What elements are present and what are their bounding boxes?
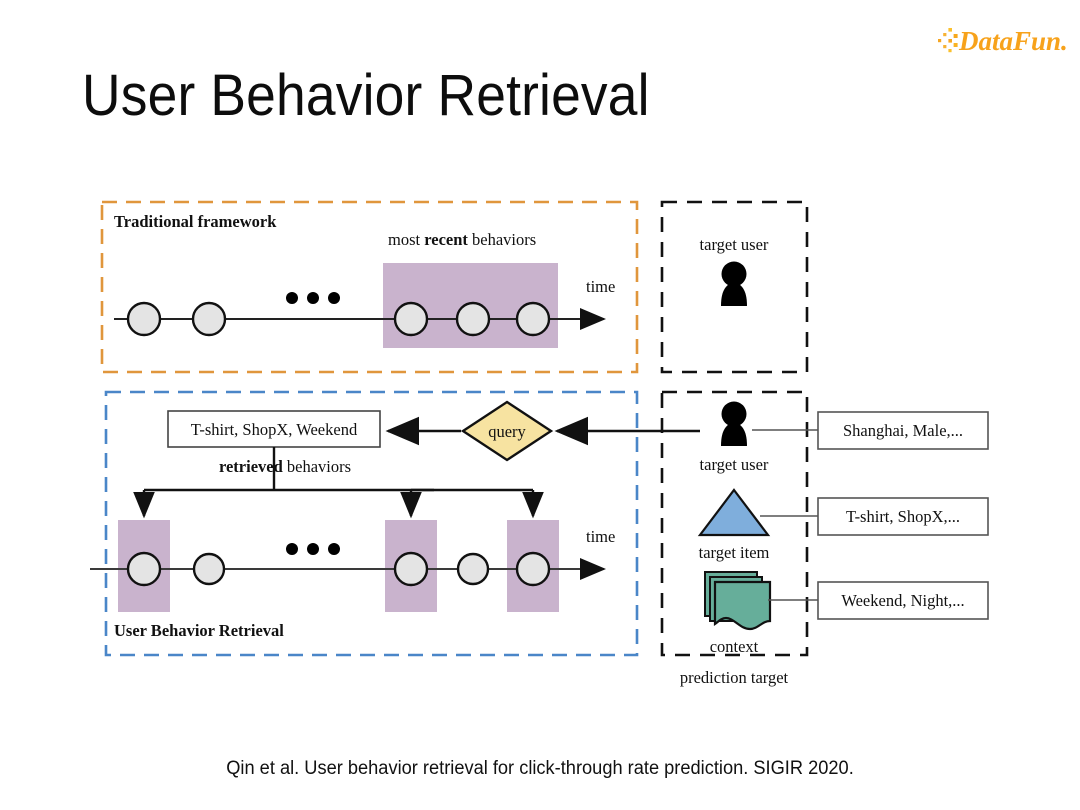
user-silhouette-icon xyxy=(721,401,747,427)
retrieved-attributes-box[interactable] xyxy=(167,410,381,448)
stacked-cards-icon xyxy=(704,571,772,631)
prediction-entity-label: target user xyxy=(700,455,769,474)
retrieval-panel-border xyxy=(104,390,639,657)
triangle-item-icon xyxy=(697,488,771,537)
attribute-box-user-text: Shanghai, Male,... xyxy=(843,421,963,440)
architecture-figure: Traditional framework most recent behavi… xyxy=(0,180,1080,700)
retrieved-behavior-highlights xyxy=(118,520,559,612)
retrieval-ellipsis xyxy=(286,543,340,555)
prediction-entity-label: context xyxy=(710,637,759,656)
traditional-behavior-nodes xyxy=(126,301,551,337)
attribute-box-context[interactable]: Weekend, Night,... xyxy=(817,581,989,620)
retrieved-label-suffix: behaviors xyxy=(283,457,351,476)
behavior-node xyxy=(455,301,491,337)
behavior-node xyxy=(515,301,551,337)
datafun-logo: DataFun. xyxy=(938,25,1070,55)
retrieved-behaviors-label: retrieved behaviors xyxy=(219,457,351,476)
logo-wordmark: DataFun. xyxy=(958,26,1068,55)
traditional-framework-panel: Traditional framework most recent behavi… xyxy=(100,200,639,374)
retrieved-label-bold: retrieved xyxy=(219,457,283,476)
attribute-box-context-text: Weekend, Night,... xyxy=(841,591,964,610)
query-label: query xyxy=(488,422,526,441)
page-title: User Behavior Retrieval xyxy=(82,63,650,128)
behavior-node xyxy=(126,301,162,337)
behavior-node xyxy=(515,551,551,587)
retrieved-attributes-text: T-shirt, ShopX, Weekend xyxy=(191,420,358,439)
prediction-target-panel: target user target item context predict xyxy=(660,390,820,687)
attribute-boxes: Shanghai, Male,... T-shirt, ShopX,... We… xyxy=(817,411,989,620)
target-user-label-top: target user xyxy=(700,235,769,254)
prediction-entity-target-user: target user xyxy=(700,401,820,474)
svg-text:most recent behaviors: most recent behaviors xyxy=(388,230,536,249)
target-user-panel-top: target user xyxy=(660,200,809,374)
recent-behaviors-label: most recent behaviors xyxy=(388,230,536,249)
prediction-entity-label: target item xyxy=(699,543,770,562)
prediction-target-label: prediction target xyxy=(680,668,789,687)
behavior-node xyxy=(393,551,429,587)
attribute-box-item[interactable]: T-shirt, ShopX,... xyxy=(817,497,989,536)
recent-label-bold: recent xyxy=(424,230,468,249)
figure-caption: Qin et al. User behavior retrieval for c… xyxy=(226,758,854,779)
recent-label-prefix: most xyxy=(388,230,424,249)
behavior-node xyxy=(126,551,162,587)
user-behavior-retrieval-panel: T-shirt, ShopX, Weekend query retrieved … xyxy=(90,390,700,657)
recent-label-suffix: behaviors xyxy=(468,230,536,249)
retrieval-behavior-nodes xyxy=(126,551,551,587)
traditional-panel-border xyxy=(100,200,639,374)
behavior-node xyxy=(192,552,226,586)
prediction-entity-target-item: target item xyxy=(697,488,820,562)
retrieval-panel-label: User Behavior Retrieval xyxy=(114,621,284,640)
retrieval-distribution-connectors xyxy=(133,447,544,519)
attribute-box-item-text: T-shirt, ShopX,... xyxy=(846,507,960,526)
behavior-node xyxy=(191,301,227,337)
user-silhouette-icon xyxy=(721,261,747,306)
prediction-entity-context: context xyxy=(704,571,820,656)
traditional-ellipsis xyxy=(286,292,340,304)
target-user-panel-border xyxy=(660,200,809,374)
behavior-node xyxy=(456,552,490,586)
traditional-panel-label: Traditional framework xyxy=(114,212,277,231)
behavior-node xyxy=(393,301,429,337)
logo-dot-pattern xyxy=(938,28,958,53)
traditional-time-label: time xyxy=(586,277,615,296)
attribute-box-user[interactable]: Shanghai, Male,... xyxy=(817,411,989,450)
prediction-panel-border xyxy=(660,390,809,657)
retrieval-time-label: time xyxy=(586,527,615,546)
query-diamond[interactable] xyxy=(460,400,554,462)
